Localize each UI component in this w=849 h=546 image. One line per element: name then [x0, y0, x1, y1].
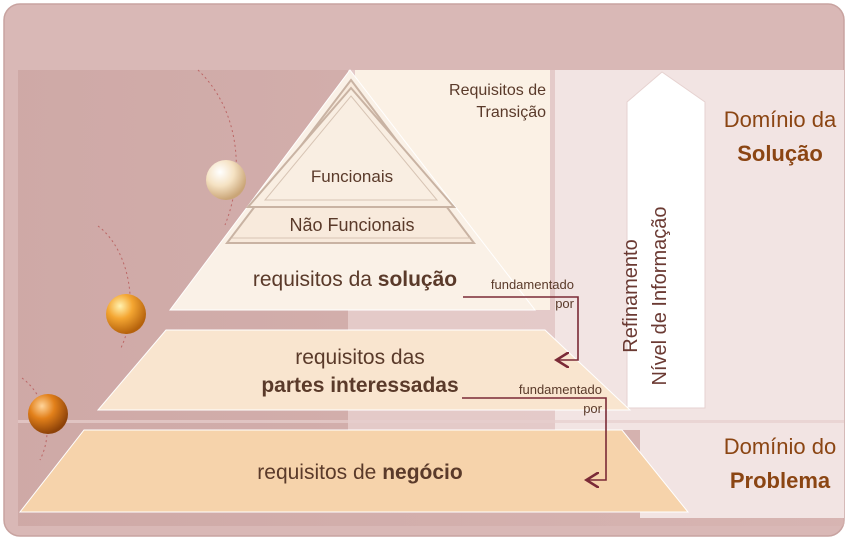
business-tier [18, 429, 690, 513]
based-on-label-2: fundamentado por [498, 380, 602, 418]
functional-tier-inner [263, 95, 439, 201]
orbit-arc-1 [197, 69, 237, 226]
based-on-1-line1: fundamentado [490, 277, 574, 292]
based-on-1-line2: por [555, 296, 574, 311]
refinement-line1: Refinamento [620, 239, 642, 353]
solution-bold: solução [377, 268, 458, 291]
stakeholders-bold: partes interessadas [261, 374, 459, 397]
solution-domain-label: Domínio da Solução [700, 103, 849, 171]
sphere-stakeholders [106, 294, 146, 334]
based-on-arrow-1 [463, 296, 579, 360]
problem-domain-line1: Domínio do [723, 434, 837, 459]
orbit-arc-2 [97, 225, 131, 351]
business-bold: negócio [382, 461, 463, 484]
problem-domain-label: Domínio do Problema [700, 430, 849, 498]
transition-requirements-label: Requisitos de Transição [449, 82, 546, 121]
functional-label: Funcionais [310, 167, 394, 186]
based-on-arrow-2 [462, 397, 607, 480]
solution-domain-bold: Solução [737, 141, 823, 166]
orbit-arc-3 [21, 377, 48, 461]
solution-requirements-label: requisitos da solução [252, 268, 458, 291]
stakeholders-requirements-label: requisitos das partes interessadas [230, 344, 490, 400]
refinement-label: Refinamento Nível de Informação [617, 166, 675, 426]
stakeholders-tier [96, 329, 632, 411]
problem-domain-bold: Problema [729, 468, 831, 493]
sphere-solution [206, 160, 246, 200]
stakeholders-line1: requisitos das [295, 346, 425, 369]
refinement-line2: Nível de Informação [649, 206, 671, 386]
nonfunctional-label: Não Funcionais [289, 215, 415, 235]
refinement-arrow [626, 71, 706, 409]
based-on-label-1: fundamentado por [470, 275, 574, 313]
band-divider [18, 420, 844, 423]
solution-domain-line1: Domínio da [723, 107, 837, 132]
business-requirements-label: requisitos de negócio [257, 461, 463, 484]
functional-tier [245, 86, 457, 208]
sphere-business [28, 394, 68, 434]
based-on-2-line2: por [583, 401, 602, 416]
based-on-2-line1: fundamentado [518, 382, 602, 397]
